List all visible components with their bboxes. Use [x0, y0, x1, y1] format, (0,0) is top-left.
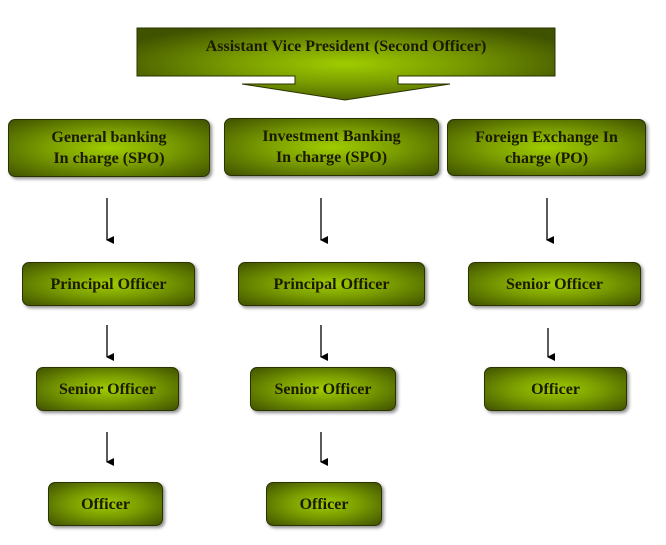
node-senior-officer: Senior Officer: [468, 262, 641, 306]
node-foreign-exchange: Foreign Exchange In charge (PO): [447, 119, 646, 176]
top-arrow-shape: [136, 27, 556, 101]
node-senior-officer: Senior Officer: [250, 367, 396, 411]
node-label: General banking: [51, 129, 167, 146]
node-principal-officer: Principal Officer: [238, 262, 425, 306]
node-investment-banking: Investment Banking In charge (SPO): [224, 118, 439, 176]
node-officer: Officer: [266, 482, 382, 526]
node-general-banking: General banking In charge (SPO): [8, 119, 210, 177]
node-principal-officer: Principal Officer: [22, 262, 195, 306]
node-label: charge (PO): [504, 149, 589, 167]
node-label: In charge (SPO): [53, 150, 165, 167]
node-officer: Officer: [48, 482, 163, 526]
node-label: Investment Banking: [262, 128, 401, 145]
node-senior-officer: Senior Officer: [36, 367, 179, 411]
node-label: Foreign Exchange In: [475, 128, 618, 146]
node-assistant-vice-president: Assistant Vice President (Second Officer…: [205, 38, 487, 55]
node-officer: Officer: [484, 367, 627, 411]
node-label: In charge (SPO): [275, 149, 388, 166]
